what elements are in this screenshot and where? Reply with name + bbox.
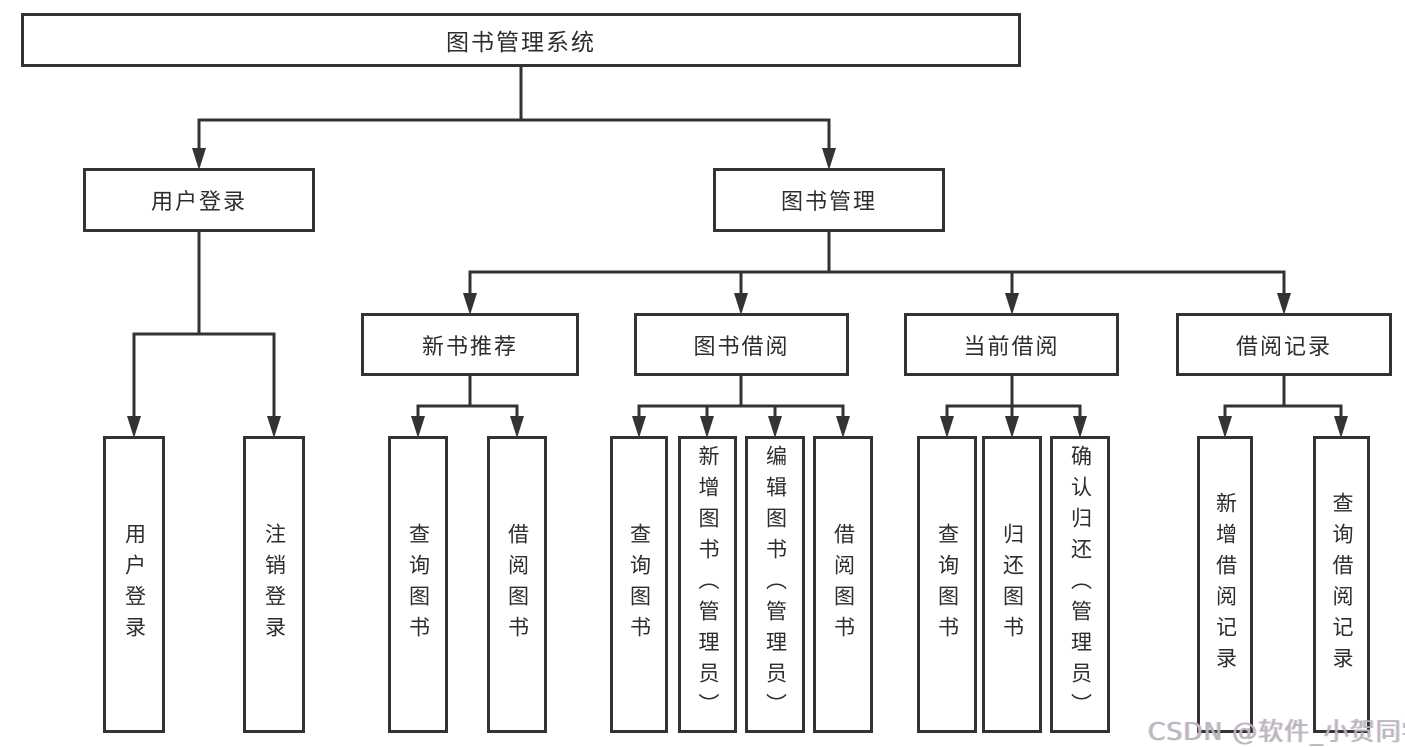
node-root: 图书管理系统 xyxy=(21,13,1021,67)
leaf-current-confirm: 确认归还（管理员） xyxy=(1050,436,1110,733)
connector-userlogin-to-leaves xyxy=(132,232,276,420)
leaf-logout: 注销登录 xyxy=(243,436,305,733)
leaf-newbook-borrow: 借阅图书 xyxy=(487,436,547,733)
leaf-record-query-label: 查询借阅记录 xyxy=(1330,491,1354,678)
leaf-borrow-query: 查询图书 xyxy=(610,436,668,733)
node-current-borrow: 当前借阅 xyxy=(904,313,1119,376)
leaf-newbook-query-label: 查询图书 xyxy=(406,522,431,647)
leaf-record-query: 查询借阅记录 xyxy=(1313,436,1370,733)
arrowheads xyxy=(127,148,1348,438)
leaf-user-login-label: 用户登录 xyxy=(122,522,147,647)
leaf-current-query-label: 查询图书 xyxy=(935,522,960,647)
connector-newbook-to-leaves xyxy=(416,376,519,420)
leaf-newbook-borrow-label: 借阅图书 xyxy=(505,522,530,647)
leaf-record-add-label: 新增借阅记录 xyxy=(1213,491,1238,678)
leaf-borrow-edit-label: 编辑图书（管理员） xyxy=(763,445,788,724)
leaf-borrow-query-label: 查询图书 xyxy=(627,522,652,647)
connector-bookmgmt-to-level3 xyxy=(468,232,1286,297)
leaf-current-query: 查询图书 xyxy=(917,436,977,733)
leaf-borrow-borrow: 借阅图书 xyxy=(813,436,873,733)
node-new-book-recommend: 新书推荐 xyxy=(361,313,579,376)
node-book-borrow: 图书借阅 xyxy=(634,313,849,376)
csdn-watermark: CSDN @软件_小贺同学 xyxy=(1148,717,1405,746)
leaf-borrow-add-label: 新增图书（管理员） xyxy=(696,445,720,724)
leaf-user-login: 用户登录 xyxy=(103,436,165,733)
node-user-login: 用户登录 xyxy=(83,168,315,232)
node-book-management: 图书管理 xyxy=(713,168,945,232)
leaf-record-add: 新增借阅记录 xyxy=(1197,436,1253,733)
connector-root-to-level2 xyxy=(197,67,831,152)
connector-bookborrow-to-leaves xyxy=(637,376,845,420)
leaf-current-return: 归还图书 xyxy=(982,436,1042,733)
leaf-newbook-query: 查询图书 xyxy=(388,436,448,733)
leaf-current-confirm-label: 确认归还（管理员） xyxy=(1068,445,1093,724)
node-borrow-record: 借阅记录 xyxy=(1176,313,1392,376)
leaf-current-return-label: 归还图书 xyxy=(1000,522,1025,647)
leaf-borrow-add: 新增图书（管理员） xyxy=(678,436,737,733)
connector-borrowrecord-to-leaves xyxy=(1223,376,1343,420)
leaf-logout-label: 注销登录 xyxy=(262,522,287,647)
leaf-borrow-edit: 编辑图书（管理员） xyxy=(745,436,805,733)
connector-currentborrow-to-leaves xyxy=(945,376,1082,420)
leaf-borrow-borrow-label: 借阅图书 xyxy=(831,522,856,647)
